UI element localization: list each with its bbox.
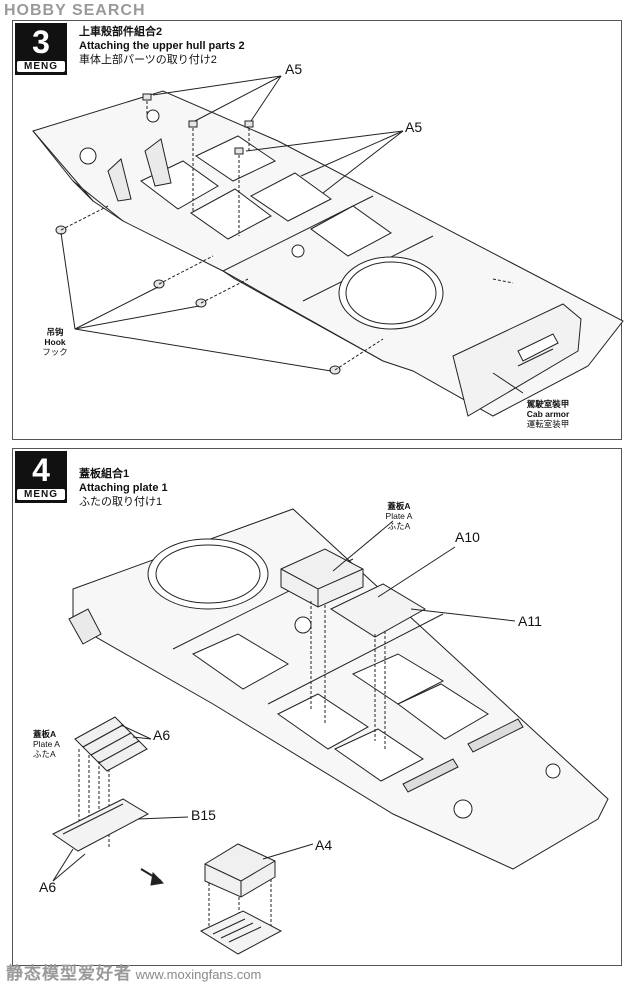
upper-hull-drawing	[32, 75, 624, 417]
cab-armor-zh: 駕駛室裝甲	[526, 399, 570, 409]
step-3-badge: 3 MENG	[15, 23, 67, 75]
callout-a10: A10	[455, 529, 480, 545]
plate-a-left-ja: ふたA	[33, 749, 56, 759]
cab-armor-label: 駕駛室裝甲 Cab armor 運転室装甲	[513, 399, 583, 429]
hook-label-ja: フック	[42, 347, 68, 357]
cab-armor-ja: 運転室装甲	[526, 419, 570, 429]
watermark-logo: HOBBY SEARCH	[4, 2, 146, 20]
step-title-zh: 上車殼部件組合2	[79, 26, 163, 38]
step-number: 4	[32, 452, 50, 488]
callout-a4: A4	[315, 837, 333, 853]
watermark-bottom-url: www.moxingfans.com	[135, 967, 262, 982]
step-4-badge: 4 MENG	[15, 451, 67, 503]
watermark-bottom: 静态模型爱好者 www.moxingfans.com	[6, 959, 261, 984]
step-4-titles: 蓋板組合1 Attaching plate 1 ふたの取り付け1	[79, 467, 168, 509]
callout-a6-top: A6	[153, 727, 171, 743]
plate-a-top-en: Plate A	[385, 511, 413, 521]
callout-a11: A11	[518, 613, 542, 629]
step-3-panel: 3 MENG 上車殼部件組合2 Attaching the upper hull…	[12, 20, 624, 440]
plate-a-left-label: 蓋板A Plate A ふたA	[33, 729, 79, 759]
brand-logo: MENG	[17, 61, 65, 72]
plate-a-top-ja: ふたA	[387, 521, 411, 531]
watermark-text: HOBBY SEARCH	[4, 2, 146, 19]
step-title-en: Attaching plate 1	[79, 482, 168, 494]
plate-a-top-zh: 蓋板A	[387, 501, 411, 511]
callout-b15: B15	[191, 807, 216, 823]
hook-label-zh: 吊钩	[46, 327, 64, 337]
step-title-en: Attaching the upper hull parts 2	[79, 40, 245, 52]
callout-a5-top: A5	[285, 61, 303, 77]
callout-a5-right: A5	[405, 119, 423, 135]
callout-a6-bottom: A6	[39, 879, 57, 895]
cab-armor-en: Cab armor	[526, 409, 570, 419]
step-title-ja: 車体上部パーツの取り付け2	[79, 54, 217, 66]
plate-assembly-drawing	[52, 508, 609, 955]
step-title-zh: 蓋板組合1	[79, 468, 130, 480]
hook-label-en: Hook	[44, 337, 66, 347]
brand-logo: MENG	[17, 489, 65, 500]
step-title-ja: ふたの取り付け1	[79, 496, 163, 508]
step-number: 3	[32, 24, 50, 60]
step-4-panel: 4 MENG 蓋板組合1 Attaching plate 1 ふたの取り付け1	[12, 448, 622, 966]
plate-a-left-zh: 蓋板A	[33, 729, 57, 739]
plate-a-left-en: Plate A	[33, 739, 60, 749]
plate-a-top-label: 蓋板A Plate A ふたA	[369, 501, 429, 531]
hook-label: 吊钩 Hook フック	[35, 327, 75, 357]
step-3-titles: 上車殼部件組合2 Attaching the upper hull parts …	[79, 25, 245, 67]
watermark-bottom-cn: 静态模型爱好者	[6, 964, 132, 983]
